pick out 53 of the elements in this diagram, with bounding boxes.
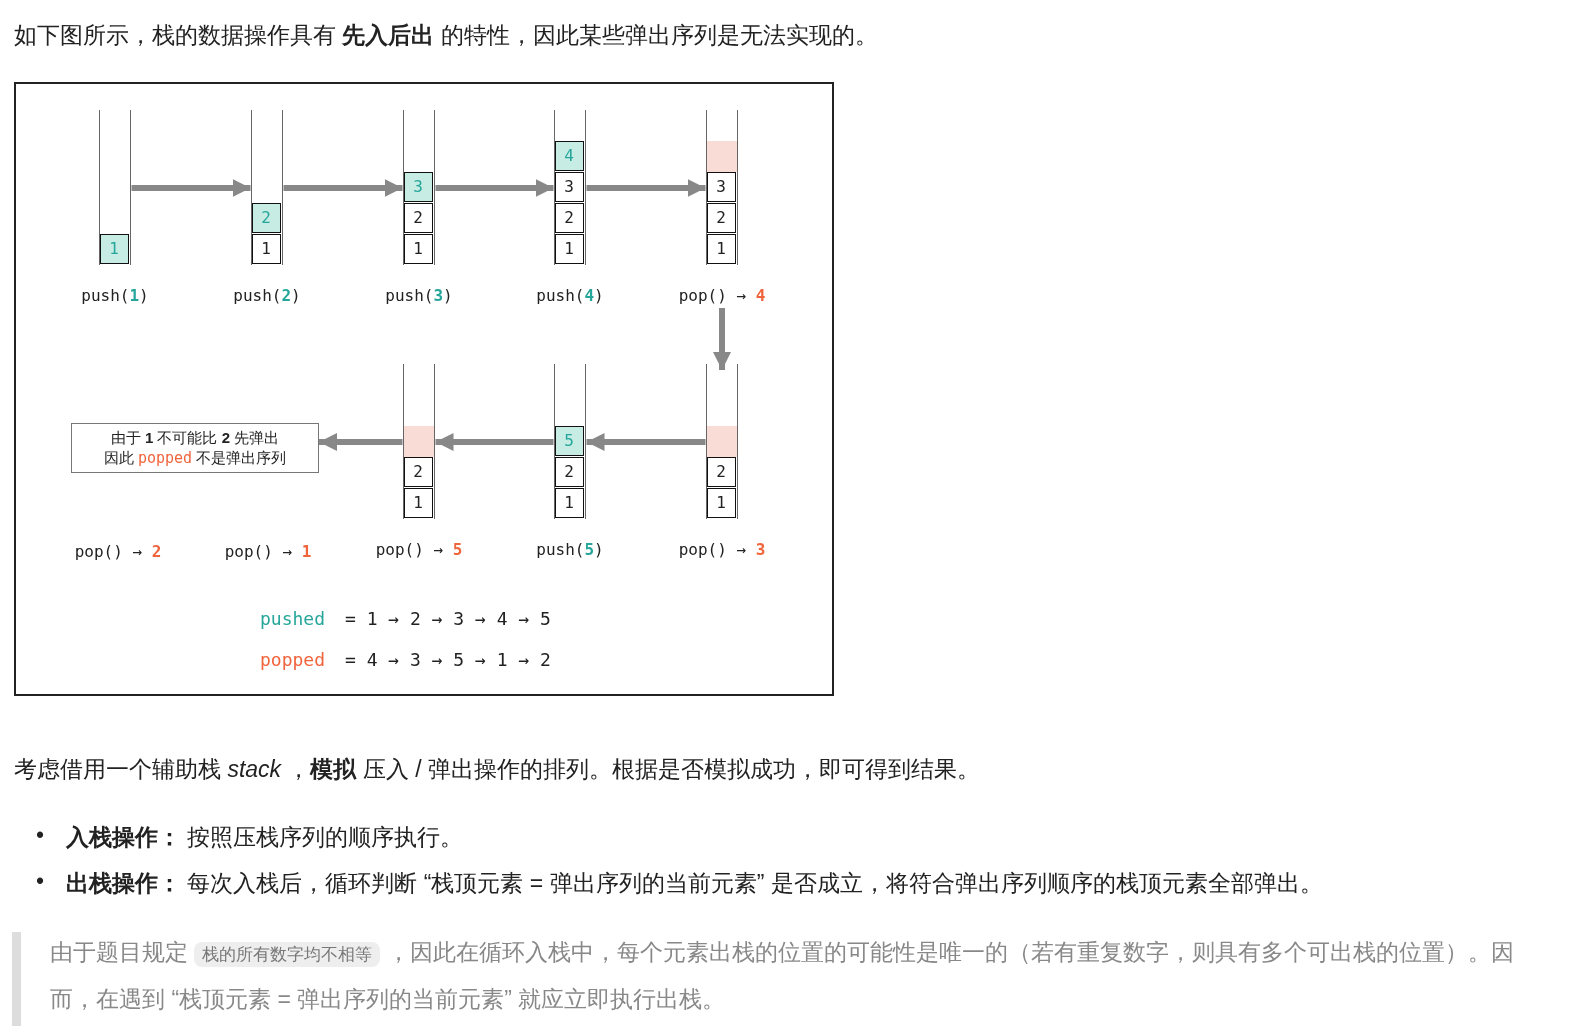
stack-cell: 1 [554, 234, 584, 264]
note-text: 因此 popped 不是弹出序列 [102, 448, 288, 468]
arrow [319, 433, 403, 451]
stack-cell: 1 [403, 488, 433, 518]
operation-caption: push(4) [535, 286, 605, 305]
stack-cell: 1 [554, 488, 584, 518]
operation-caption: pop() → 4 [677, 286, 767, 305]
bullet-dot: • [36, 822, 45, 849]
stack-cell: 2 [706, 457, 736, 487]
quote-paragraph: 由于题目规定 栈的所有数字均不相等 ，因此在循环入栈中，每个元素出栈的位置的可能性是唯一的（若有重复数字，则具有多个可出栈的位置）。因而，在遇到 “栈顶元素 = 弹出序列的当前元素” 就应立即执行出栈。 [50, 938, 1515, 1014]
stack-cell: 2 [706, 203, 736, 233]
stack-cell: 1 [403, 234, 433, 264]
sequence-values: = 1 → 2 → 3 → 4 → 5 [345, 608, 551, 629]
stack-cell: 3 [706, 172, 736, 202]
stack-cell: 2 [251, 203, 281, 233]
stack-cell: 4 [554, 141, 584, 171]
arrow [283, 179, 403, 197]
stack-cell: 2 [554, 203, 584, 233]
stack-cell: 5 [554, 426, 584, 456]
operation-caption: pop() → 2 [73, 542, 163, 561]
operation-caption: pop() → 5 [374, 540, 464, 559]
operation-caption: push(5) [535, 540, 605, 559]
stack-cell: 1 [251, 234, 281, 264]
arrow [713, 308, 731, 370]
paragraph: 考虑借用一个辅助栈 stack ，模拟 压入 / 弹出操作的排列。根据是否模拟成功，即可得到结果。 [14, 755, 981, 784]
arrow [435, 433, 554, 451]
stack-cell: 3 [554, 172, 584, 202]
operation-caption: pop() → 3 [677, 540, 767, 559]
bullet-text: 入栈操作： 按照压栈序列的顺序执行。 [66, 823, 464, 852]
sequence-values: = 4 → 3 → 5 → 1 → 2 [345, 649, 551, 670]
stack-cell: 1 [706, 488, 736, 518]
note-box [71, 423, 319, 473]
stack-cell: 1 [99, 234, 129, 264]
note-text: 由于 1 不可能比 2 先弹出 [109, 428, 281, 448]
bullet-text: 出栈操作： 每次入栈后，循环判断 “栈顶元素 = 弹出序列的当前元素” 是否成立，将符合弹出序列顺序的栈顶元素全部弹出。 [66, 869, 1323, 898]
bullet-dot: • [36, 868, 45, 895]
stack-cell: 1 [706, 234, 736, 264]
arrow [586, 433, 706, 451]
sequence-name: pushed [260, 608, 326, 629]
arrow [131, 179, 251, 197]
stack-cell: 2 [403, 457, 433, 487]
stack-cell: 3 [403, 172, 433, 202]
arrow [435, 179, 554, 197]
operation-caption: push(3) [384, 286, 454, 305]
stack-cell: 2 [403, 203, 433, 233]
stack-cell: 2 [554, 457, 584, 487]
operation-caption: push(2) [232, 286, 302, 305]
sequence-name: popped [260, 649, 326, 670]
code-chip: 栈的所有数字均不相等 [194, 942, 381, 967]
operation-caption: push(1) [80, 286, 150, 305]
intro-sentence: 如下图所示，栈的数据操作具有 先入后出 的特性，因此某些弹出序列是无法实现的。 [14, 21, 878, 50]
operation-caption: pop() → 1 [223, 542, 313, 561]
arrow [586, 179, 706, 197]
